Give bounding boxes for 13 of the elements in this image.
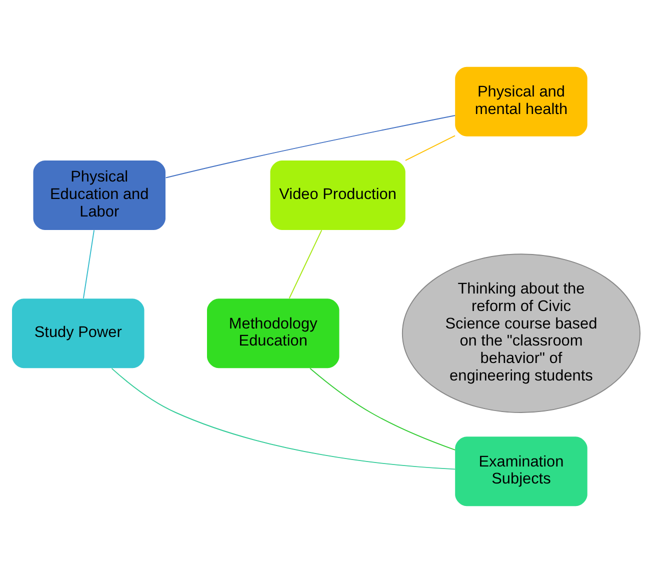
node-box: Methodology Education xyxy=(207,298,340,368)
node-box: Study Power xyxy=(12,298,144,368)
node-box: Video Production xyxy=(270,160,406,230)
node-box: Examination Subjects xyxy=(455,436,588,506)
connector xyxy=(310,368,456,450)
node-box: Physical Education and Labor xyxy=(33,160,166,230)
connector xyxy=(82,230,95,299)
node-box: Physical and mental health xyxy=(455,66,588,136)
node-ellipse: Thinking about the reform of Civic Science course based on the "classroom behavior" of engineering students xyxy=(402,254,640,414)
connector xyxy=(404,135,456,161)
connector xyxy=(288,230,322,299)
connector xyxy=(111,368,456,470)
connector xyxy=(165,115,456,178)
